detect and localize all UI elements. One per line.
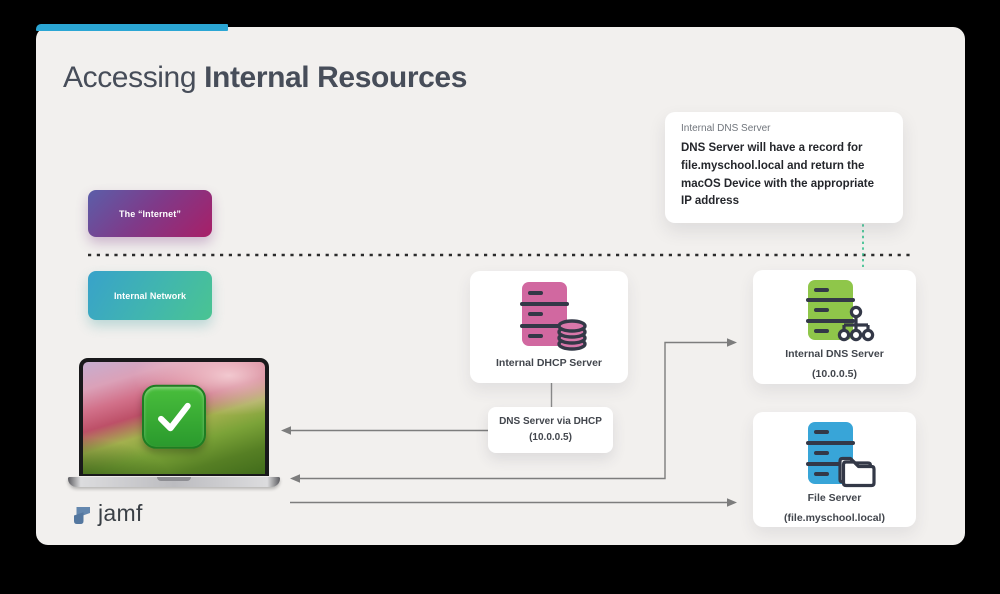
dns-callout-label: Internal DNS Server xyxy=(681,123,771,134)
file-card-sublabel: (file.myschool.local) xyxy=(784,512,885,525)
macbook-screen xyxy=(79,358,269,476)
network-tree-icon xyxy=(837,305,874,342)
dns-card-sublabel: (10.0.0.5) xyxy=(812,368,857,381)
dns-server-icon xyxy=(794,270,876,346)
page-title-bold: Internal Resources xyxy=(204,61,467,94)
dns-via-dhcp-label: DNS Server via DHCP xyxy=(499,416,602,427)
page-title-regular: Accessing xyxy=(63,61,197,94)
sonoma-wallpaper xyxy=(83,362,265,474)
file-card-label: File Server xyxy=(807,492,862,504)
dns-callout-body: DNS Server will have a record for file.m… xyxy=(681,142,875,208)
database-icon xyxy=(557,319,587,351)
dns-via-dhcp-box: DNS Server via DHCP (10.0.0.5) xyxy=(488,407,613,453)
internal-network-badge: Internal Network xyxy=(88,271,212,320)
jamf-logo-icon xyxy=(74,507,90,524)
jamf-logo: jamf xyxy=(72,502,143,526)
slide-progress-bar xyxy=(36,24,228,31)
server-with-network-tree-icon xyxy=(805,280,874,342)
server-with-database-icon xyxy=(520,281,587,351)
dns-callout: Internal DNS Server DNS Server will have… xyxy=(665,112,903,224)
internet-badge: The “Internet” xyxy=(88,190,212,237)
server-with-folder-icon xyxy=(805,422,876,488)
macbook-base xyxy=(68,477,280,487)
dhcp-server-card: Internal DHCP Server xyxy=(470,271,628,383)
folder-icon xyxy=(837,456,876,488)
jamf-logo-text: jamf xyxy=(98,500,143,526)
internet-badge-label: The “Internet” xyxy=(119,208,181,219)
internal-network-badge-label: Internal Network xyxy=(113,290,187,301)
dns-server-card: Internal DNS Server (10.0.0.5) xyxy=(753,270,916,384)
file-server-card: File Server (file.myschool.local) xyxy=(753,412,916,527)
dhcp-card-label: Internal DHCP Server xyxy=(495,356,602,369)
dhcp-server-icon xyxy=(508,271,590,355)
file-server-icon xyxy=(794,412,876,490)
checkmark-icon xyxy=(142,384,206,449)
macbook-device xyxy=(68,357,280,487)
macbook-notch xyxy=(157,477,191,481)
dns-via-dhcp-sublabel: (10.0.0.5) xyxy=(529,432,572,443)
dns-card-label: Internal DNS Server xyxy=(785,348,884,360)
page-title: Accessing Internal Resources xyxy=(63,61,467,95)
